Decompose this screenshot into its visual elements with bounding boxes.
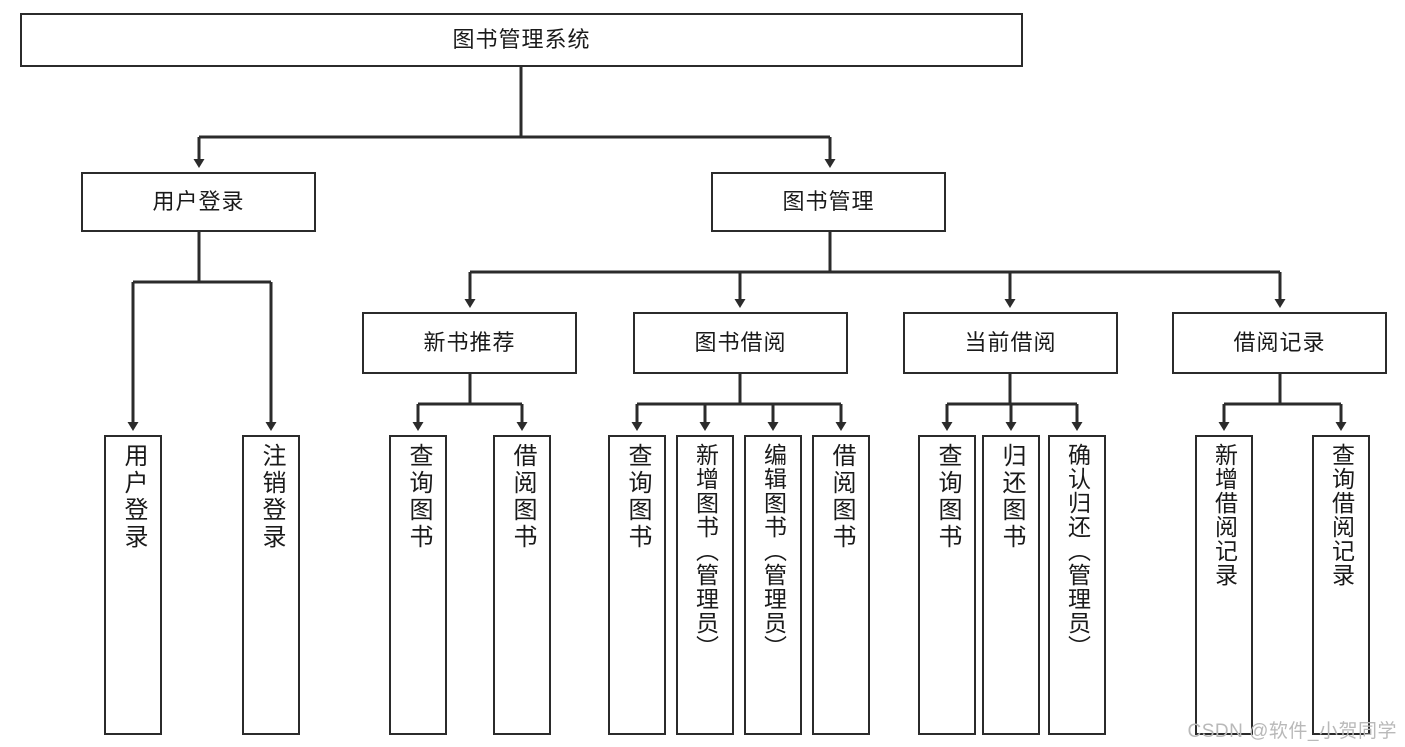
node-borrow-record[interactable]: 借阅记录	[1172, 312, 1387, 374]
leaf-book-borrow-borrow[interactable]: 借阅图书	[812, 435, 870, 735]
leaf-book-borrow-query[interactable]: 查询图书	[608, 435, 666, 735]
leaf-book-borrow-borrow-label: 借阅图书	[828, 443, 855, 551]
leaf-new-book-query[interactable]: 查询图书	[389, 435, 447, 735]
node-current-borrow-label: 当前借阅	[964, 330, 1057, 356]
leaf-book-borrow-edit[interactable]: 编辑图书（管理员）	[744, 435, 802, 735]
node-new-book-recommend[interactable]: 新书推荐	[362, 312, 577, 374]
leaf-user-login-logout-label: 注销登录	[258, 443, 285, 551]
leaf-book-borrow-query-label: 查询图书	[624, 443, 651, 551]
leaf-borrow-record-add-label: 新增借阅记录	[1211, 443, 1238, 587]
leaf-user-login-logout[interactable]: 注销登录	[242, 435, 300, 735]
node-borrow-record-label: 借阅记录	[1233, 330, 1326, 356]
leaf-borrow-record-query[interactable]: 查询借阅记录	[1312, 435, 1370, 735]
leaf-borrow-record-query-label: 查询借阅记录	[1328, 443, 1355, 587]
leaf-new-book-query-label: 查询图书	[405, 443, 432, 551]
leaf-current-borrow-return-label: 归还图书	[998, 443, 1025, 551]
node-root-system-label: 图书管理系统	[452, 27, 591, 53]
node-book-borrow-label: 图书借阅	[694, 330, 787, 356]
leaf-borrow-record-add[interactable]: 新增借阅记录	[1195, 435, 1253, 735]
leaf-book-borrow-add[interactable]: 新增图书（管理员）	[676, 435, 734, 735]
node-book-borrow[interactable]: 图书借阅	[633, 312, 848, 374]
leaf-book-borrow-edit-label: 编辑图书（管理员）	[760, 443, 787, 659]
leaf-book-borrow-add-label: 新增图书（管理员）	[692, 443, 719, 659]
leaf-new-book-borrow-label: 借阅图书	[509, 443, 536, 551]
leaf-current-borrow-query[interactable]: 查询图书	[918, 435, 976, 735]
leaf-current-borrow-query-label: 查询图书	[934, 443, 961, 551]
node-root-system[interactable]: 图书管理系统	[20, 13, 1023, 67]
node-user-login[interactable]: 用户登录	[81, 172, 316, 232]
leaf-current-borrow-confirm-label: 确认归还（管理员）	[1064, 443, 1091, 659]
node-book-management-label: 图书管理	[782, 189, 875, 215]
leaf-user-login-login[interactable]: 用户登录	[104, 435, 162, 735]
leaf-new-book-borrow[interactable]: 借阅图书	[493, 435, 551, 735]
node-new-book-recommend-label: 新书推荐	[423, 330, 516, 356]
node-book-management[interactable]: 图书管理	[711, 172, 946, 232]
csdn-watermark: CSDN @软件_小贺同学	[1187, 721, 1397, 742]
node-user-login-label: 用户登录	[152, 189, 245, 215]
leaf-current-borrow-confirm[interactable]: 确认归还（管理员）	[1048, 435, 1106, 735]
leaf-current-borrow-return[interactable]: 归还图书	[982, 435, 1040, 735]
node-current-borrow[interactable]: 当前借阅	[903, 312, 1118, 374]
leaf-user-login-login-label: 用户登录	[120, 443, 147, 551]
